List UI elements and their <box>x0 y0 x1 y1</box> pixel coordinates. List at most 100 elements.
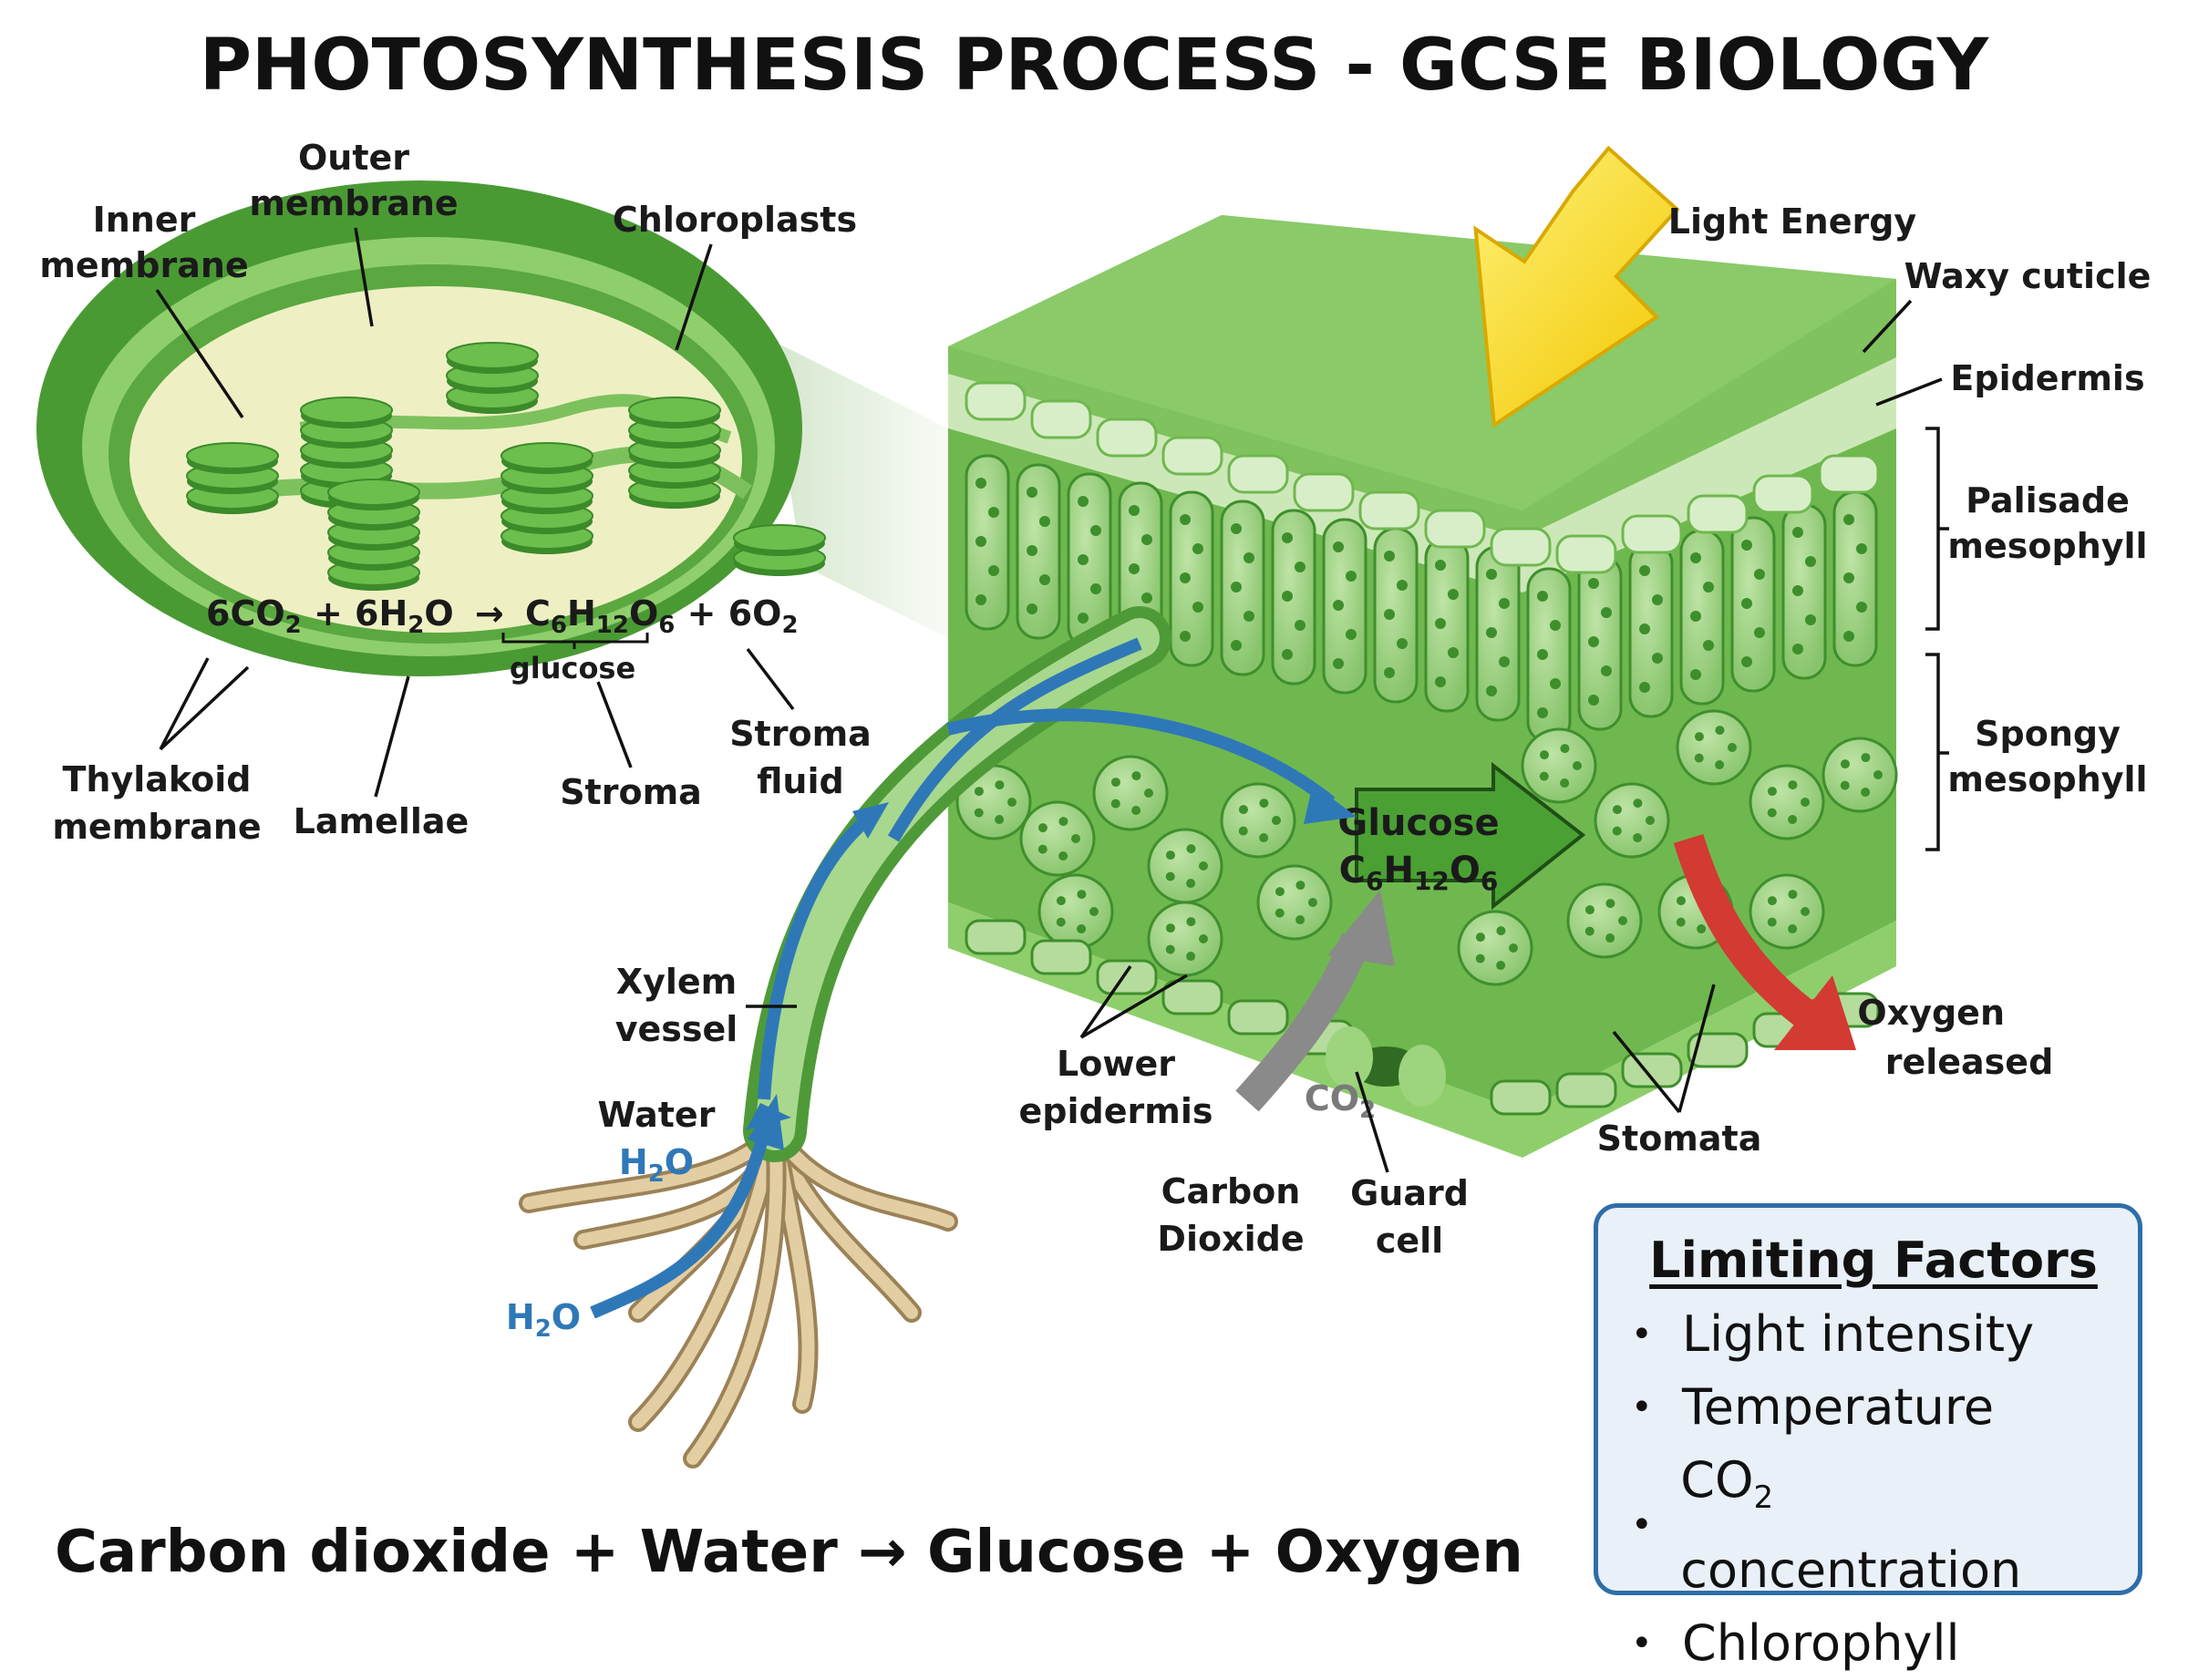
water-arrow-up <box>758 815 871 1100</box>
grana <box>186 342 826 591</box>
spongy-cell <box>1147 901 1223 977</box>
oxygen-arrow-head <box>1774 975 1856 1050</box>
chloroplast-dot <box>1537 707 1548 718</box>
chloroplast-dot <box>1131 771 1141 781</box>
chloroplast-dot <box>1180 572 1191 583</box>
palisade-cell <box>1169 490 1214 667</box>
root <box>632 1124 781 1428</box>
chloroplast-equation: 6CO2 + 6H2O → C6H12O6 + 6O2 glucose <box>206 593 799 685</box>
chloroplast-dot <box>1792 527 1803 538</box>
epidermis-cell <box>1490 527 1552 567</box>
chloroplast-dot <box>1039 574 1050 585</box>
chloroplast-dot <box>1333 658 1344 669</box>
chloroplast-dot <box>1397 638 1408 649</box>
chloroplast-dot <box>1027 545 1037 556</box>
chloroplast-dot <box>1165 850 1175 861</box>
chloroplast-dot <box>1676 917 1686 927</box>
epidermis-cell <box>1752 474 1814 514</box>
label-stomata: Stomata <box>1597 1118 1762 1159</box>
chloroplast-dot <box>1703 640 1714 651</box>
chloroplast-dot <box>1605 899 1615 909</box>
chloroplast-dot <box>1496 961 1506 971</box>
thylakoid-disc <box>733 524 826 551</box>
chloroplast-dot <box>1767 808 1777 818</box>
thylakoid-disc <box>628 397 721 424</box>
chloroplast-dot <box>1486 627 1497 638</box>
bullet: • <box>1631 1622 1653 1665</box>
chloroplast-dot <box>1741 540 1752 551</box>
chloroplast-dot <box>1801 907 1810 916</box>
water-arrowhead-1 <box>852 802 889 839</box>
palisade-cell <box>965 454 1010 631</box>
spongy-cell <box>1749 873 1825 950</box>
spongy-cell <box>1822 737 1898 813</box>
chloroplast-dot <box>1186 844 1196 854</box>
label-guard-cell-2: cell <box>1376 1221 1443 1261</box>
chloroplast-dot <box>1058 817 1068 827</box>
chloroplast-dot <box>1259 833 1269 843</box>
chloroplast-dot <box>1397 580 1408 591</box>
chloroplast-dot <box>1703 582 1714 593</box>
leaf-top-face <box>948 215 1896 510</box>
spongy-cell <box>1749 764 1825 840</box>
roots <box>519 1120 958 1469</box>
chloroplast-dot <box>1110 778 1120 788</box>
chloroplast-dot <box>1792 585 1803 596</box>
leaf-labels: Light Energy Waxy cuticle Epidermis Pali… <box>1019 201 2152 1261</box>
chloroplast-dot <box>1077 924 1087 934</box>
limiting-factor-temperature: • Temperature <box>1631 1371 2116 1444</box>
chloroplast-dot <box>1186 917 1196 927</box>
chloroplast-labels: Outer membrane Inner membrane Chloroplas… <box>39 138 872 847</box>
chloroplast-dot <box>1539 750 1549 760</box>
label-thylakoid-1: Thylakoid <box>63 759 252 799</box>
chloroplast-dot <box>1639 682 1650 693</box>
chloroplast-dot <box>1486 685 1497 696</box>
limiting-factor-text: Light intensity <box>1682 1305 2035 1363</box>
spongy-cell <box>1566 882 1643 959</box>
water-arrow-to-glucose <box>946 708 1336 808</box>
chloroplast-dot <box>974 808 984 818</box>
chloroplast-dot <box>1333 541 1344 552</box>
palisade-cell <box>1730 516 1776 693</box>
spongy-cell <box>1457 910 1533 986</box>
chloroplast-dot <box>988 565 999 576</box>
palisade-cell <box>1526 567 1572 744</box>
chloroplast-dot <box>1588 636 1599 647</box>
chloroplast-dot <box>1071 834 1080 843</box>
chloroplast-dot <box>988 507 999 518</box>
chloroplast-dot <box>1612 826 1622 836</box>
bullet: • <box>1631 1504 1653 1547</box>
chloroplast-dot <box>1560 744 1570 754</box>
chloroplast-dot <box>1180 514 1191 525</box>
chloroplast-dot <box>1295 620 1306 631</box>
chloroplast-leaders <box>155 227 795 798</box>
chloroplast-dot <box>1238 805 1248 815</box>
chloroplast-dot <box>1601 607 1612 618</box>
spongy-cell <box>1147 828 1223 904</box>
palisade-cell <box>1220 500 1265 676</box>
label-glucose: Glucose <box>1337 802 1499 844</box>
chloroplast-dot <box>1199 934 1208 943</box>
chloroplast-dot <box>1741 656 1752 667</box>
chloroplast-dot <box>1259 799 1269 809</box>
bullet: • <box>1631 1314 1653 1355</box>
chloroplast-dot <box>1192 602 1203 613</box>
chloroplast-dot <box>995 815 1005 825</box>
chloroplast-dot <box>1272 816 1281 825</box>
chloroplast-dot <box>1537 649 1548 660</box>
chloroplast-dot <box>1448 589 1459 600</box>
chloroplast-dot <box>1788 780 1798 790</box>
chloroplast-dot <box>1165 944 1175 954</box>
chloroplast-dot <box>1840 759 1850 769</box>
chloroplast-dot <box>1652 653 1663 664</box>
chloroplast-dot <box>1612 805 1622 815</box>
label-outer-membrane-2: membrane <box>249 183 458 223</box>
chloroplast-dot <box>1588 578 1599 589</box>
epidermis-cell <box>1227 454 1289 494</box>
chloroplast-dot <box>1346 629 1357 640</box>
chloroplast-dot <box>1231 523 1242 534</box>
palisade-cell <box>1577 554 1623 731</box>
chloroplast-dot <box>1690 669 1701 680</box>
chloroplast-dot <box>1788 924 1798 934</box>
chloroplast-dot <box>1618 916 1627 925</box>
